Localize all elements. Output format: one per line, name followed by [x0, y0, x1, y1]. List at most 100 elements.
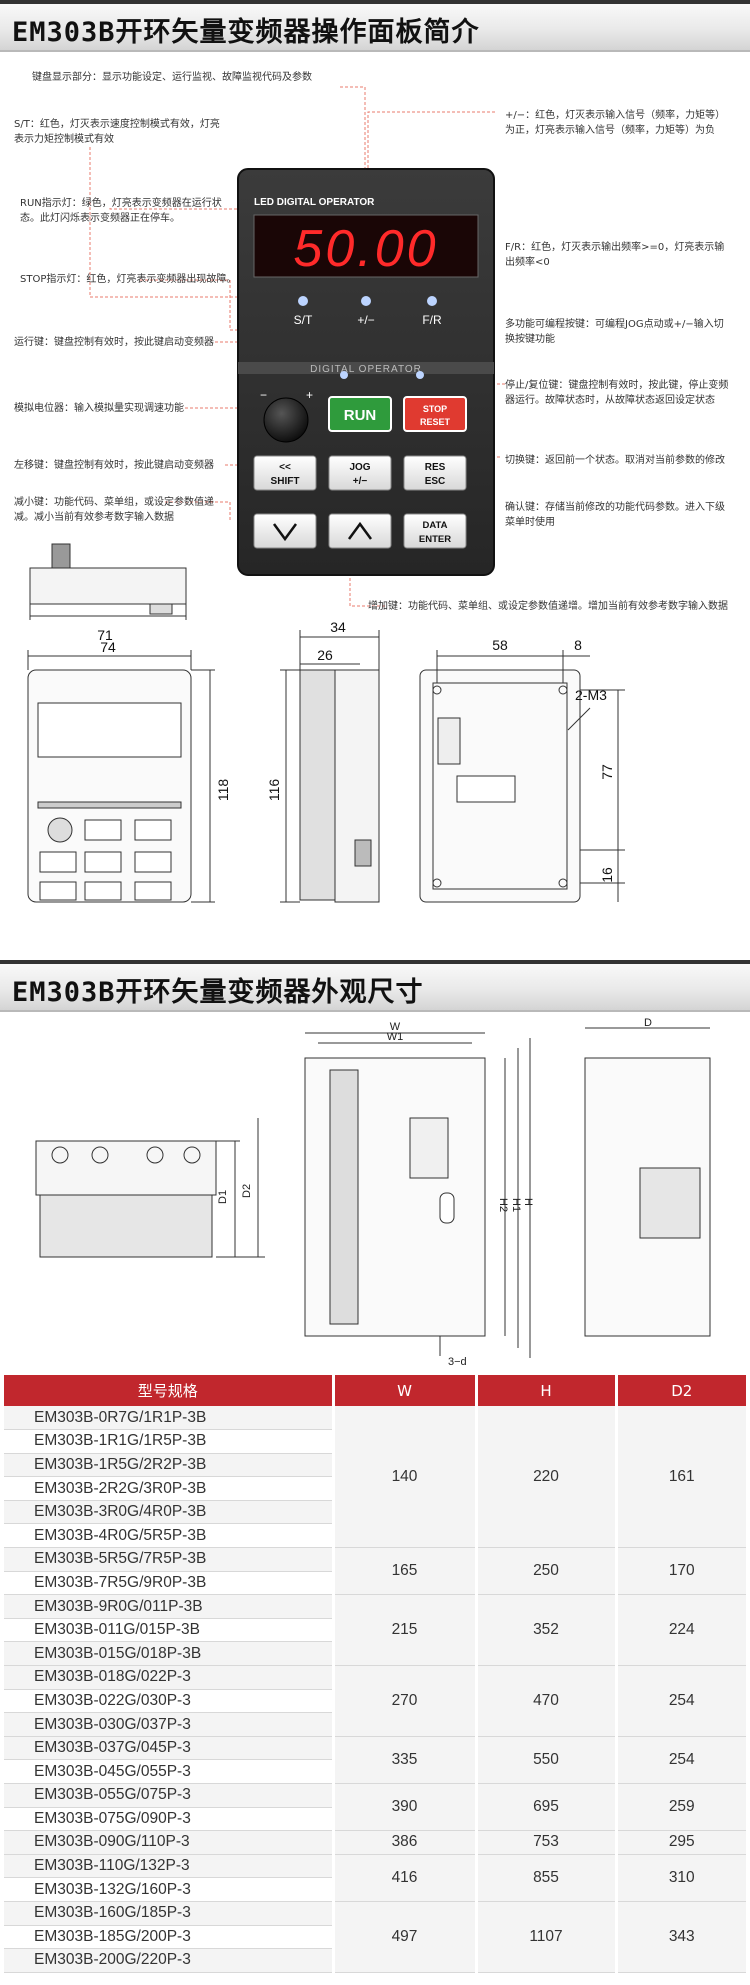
front-view-stop-btn: [134, 819, 172, 841]
annotation-run-led-1: RUN指示灯：绿色，灯亮表示变频器在运行状: [20, 198, 222, 209]
model-cell: EM303B-015G/018P-3B: [4, 1641, 335, 1667]
annotation-fr-led-2: 出频率<0: [505, 257, 550, 268]
table-row: EM303B-075G/090P-3: [4, 1807, 746, 1832]
label-hole-d: 3−d: [448, 1356, 467, 1368]
header-model: 型号规格: [4, 1375, 335, 1406]
top-view-body: [29, 567, 187, 605]
value-w-cell: 416: [333, 1854, 478, 1902]
model-cell: EM303B-132G/160P-3: [4, 1877, 335, 1902]
shift-button-label-1: <<: [279, 462, 291, 473]
dim-116: 116: [266, 779, 282, 802]
label-h2: H2: [497, 1198, 509, 1212]
pm-indicator-led: [361, 296, 371, 306]
annotation-run-key: 运行键：键盘控制有效时，按此键启动变频器: [14, 337, 214, 348]
model-cell: EM303B-110G/132P-3: [4, 1854, 335, 1879]
outline-side-fins: [639, 1167, 701, 1239]
operator-panel: LED DIGITAL OPERATOR 50.00 S/T +/− F/R D…: [237, 168, 495, 576]
bottom-view-fins: [39, 1194, 213, 1258]
model-cell: EM303B-1R1G/1R5P-3B: [4, 1429, 335, 1454]
label-depth: D: [644, 1018, 652, 1029]
data-enter-button[interactable]: DATA ENTER: [403, 513, 467, 549]
stop-button-label-2: RESET: [420, 417, 451, 427]
back-view-screw-tl: [432, 685, 442, 695]
model-cell: EM303B-055G/075P-3: [4, 1783, 335, 1808]
table-row: EM303B-185G/200P-3: [4, 1925, 746, 1950]
annotation-pot: 模拟电位器：输入模拟量实现调速功能: [14, 403, 184, 414]
side-view-knob: [354, 839, 372, 867]
chevron-down-icon: [272, 523, 298, 542]
annotation-enter-key-2: 菜单时使用: [505, 517, 555, 528]
front-view-knob: [47, 817, 73, 843]
jog-button-label-1: JOG: [349, 462, 370, 473]
annotation-stop-key-2: 器运行。故障状态时，从故障状态返回设定状态: [505, 395, 715, 406]
front-view-run-btn: [84, 819, 122, 841]
st-indicator-led: [298, 296, 308, 306]
value-h-cell: 753: [476, 1830, 618, 1855]
bottom-view-hole-1: [51, 1146, 69, 1164]
value-d2-cell: 161: [616, 1406, 746, 1549]
model-cell: EM303B-045G/055P-3: [4, 1759, 335, 1784]
stop-reset-button[interactable]: STOP RESET: [403, 396, 467, 432]
fr-indicator-led: [427, 296, 437, 306]
section-title-outline: EM303B开环矢量变频器外观尺寸: [12, 977, 424, 1008]
value-d2-cell: 254: [616, 1736, 746, 1785]
outline-front-vent: [329, 1069, 359, 1325]
table-row: EM303B-200G/220P-3: [4, 1948, 746, 1973]
value-h-cell: 470: [476, 1665, 618, 1737]
label-h: H: [522, 1198, 534, 1206]
run-button[interactable]: RUN: [328, 396, 392, 432]
front-view-enter-btn: [134, 881, 172, 901]
model-cell: EM303B-185G/200P-3: [4, 1925, 335, 1950]
value-w-cell: 386: [333, 1830, 478, 1855]
front-view-shift-btn: [39, 851, 77, 873]
back-view-label-area: [456, 775, 516, 803]
m3-leader: [567, 707, 591, 731]
model-cell: EM303B-075G/090P-3: [4, 1807, 335, 1832]
down-button[interactable]: [253, 513, 317, 549]
value-h-cell: 250: [476, 1547, 618, 1596]
dim-8: 8: [574, 637, 582, 653]
annotation-stop-led: STOP指示灯：红色，灯亮表示变频器出现故障。: [20, 274, 237, 285]
outline-front-keypad: [409, 1117, 449, 1179]
value-h-cell: 220: [476, 1406, 618, 1549]
strip-label: DIGITAL OPERATOR: [310, 364, 422, 375]
potentiometer-knob[interactable]: [263, 397, 309, 443]
jog-button[interactable]: JOG +/−: [328, 455, 392, 491]
model-cell: EM303B-2R2G/3R0P-3B: [4, 1476, 335, 1501]
label-w: W: [390, 1021, 401, 1033]
value-d2-cell: 310: [616, 1854, 746, 1902]
annotation-shift-key: 左移键：键盘控制有效时，按此键启动变频器: [14, 460, 214, 471]
pot-plus-mark: +: [306, 388, 313, 402]
shift-button[interactable]: << SHIFT: [253, 455, 317, 491]
table-row: EM303B-4R0G/5R5P-3B: [4, 1523, 746, 1549]
back-view-screw-tr: [558, 685, 568, 695]
top-view-knob: [51, 543, 71, 569]
back-view-connector: [437, 717, 461, 765]
table-row: EM303B-1R1G/1R5P-3B: [4, 1429, 746, 1454]
section-title-panel: EM303B开环矢量变频器操作面板简介: [12, 17, 480, 48]
value-h-cell: 352: [476, 1594, 618, 1667]
annotation-st-led-1: S/T：红色，灯灭表示速度控制模式有效，灯亮: [14, 119, 220, 130]
st-indicator-label: S/T: [294, 313, 313, 327]
annotation-dec-key-2: 减。减小当前有效参考数字输入数据: [14, 512, 174, 523]
res-esc-button[interactable]: RES ESC: [403, 455, 467, 491]
model-cell: EM303B-5R5G/7R5P-3B: [4, 1547, 335, 1572]
up-button[interactable]: [328, 513, 392, 549]
model-cell: EM303B-030G/037P-3: [4, 1712, 335, 1737]
table-row: EM303B-2R2G/3R0P-3B: [4, 1476, 746, 1501]
label-d2: D2: [241, 1184, 253, 1198]
dim-77: 77: [599, 764, 615, 780]
data-button-label-1: DATA: [423, 520, 448, 531]
table-row: EM303B-022G/030P-3: [4, 1689, 746, 1714]
run-button-label: RUN: [344, 407, 377, 424]
dim-71: 71: [97, 627, 113, 643]
back-view-screw-br: [558, 878, 568, 888]
